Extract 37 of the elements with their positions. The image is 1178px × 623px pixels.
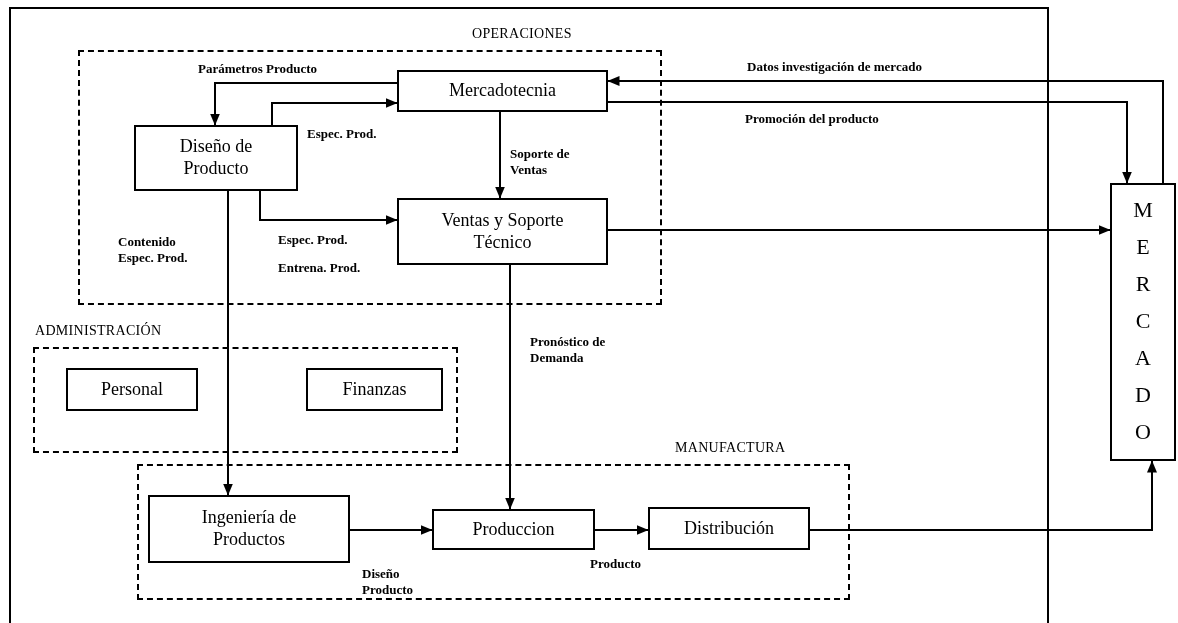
process-box (148, 495, 350, 563)
edge-label: Promoción del producto (743, 111, 881, 127)
arrow (809, 460, 1157, 531)
group-heading: MANUFACTURA (675, 440, 786, 456)
box-label: Mercadotecnia (449, 80, 556, 102)
arrow (495, 111, 505, 199)
arrow (505, 264, 515, 510)
box-label: Ventas y Soporte Técnico (440, 209, 565, 254)
box-label: MERCADO (1132, 196, 1154, 446)
box-label: Distribución (684, 517, 774, 540)
arrow (259, 190, 398, 225)
arrow (223, 190, 233, 496)
arrow (607, 225, 1111, 235)
arrow (607, 101, 1132, 184)
edge-label: Espec. Prod. (305, 126, 379, 142)
process-box (397, 70, 608, 112)
edge-label: Datos investigación de mercado (745, 59, 924, 75)
process-box (1110, 183, 1176, 461)
process-box (648, 507, 810, 550)
box-label: Produccion (472, 518, 555, 541)
process-box (134, 125, 298, 191)
edge-label: Espec. Prod. (276, 232, 350, 248)
process-box (397, 198, 608, 265)
arrow (271, 98, 398, 126)
arrow (607, 76, 1164, 184)
box-label: Personal (101, 378, 163, 401)
box-label: Finanzas (342, 378, 407, 401)
arrow (349, 525, 433, 535)
process-box (306, 368, 443, 411)
group-heading: OPERACIONES (472, 26, 572, 42)
arrow (594, 525, 649, 535)
arrow (210, 82, 398, 126)
box-label: Diseño de Producto (178, 136, 254, 180)
box-label: Ingeniería de Productos (200, 507, 298, 551)
group-heading: ADMINISTRACIÓN (35, 323, 162, 339)
process-box (432, 509, 595, 550)
process-box (66, 368, 198, 411)
